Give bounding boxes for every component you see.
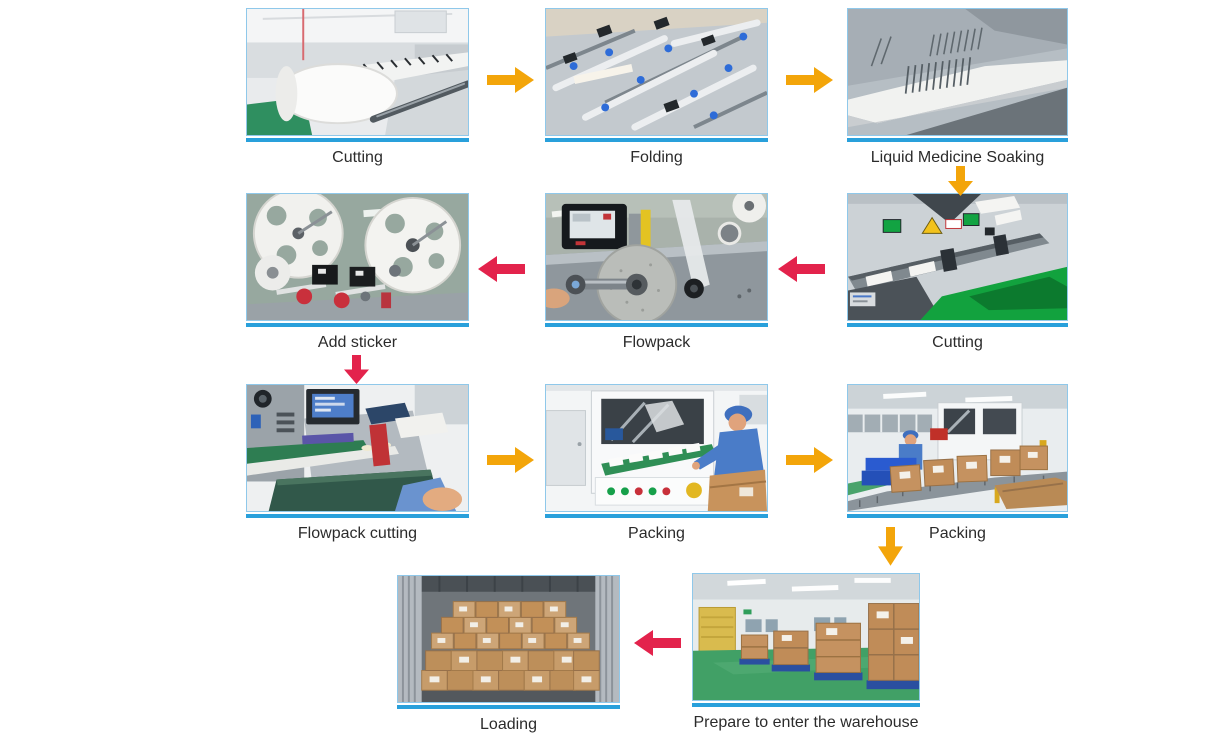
soaking-machine-photo	[847, 8, 1068, 136]
flow-arrow-left-warehouse-to-loading	[632, 628, 682, 658]
flow-arrow-right-folding-to-soaking	[786, 65, 834, 95]
photo-underline	[397, 705, 620, 709]
flowpack-cutting-machine-photo	[246, 384, 469, 512]
sticker-machine-photo	[246, 193, 469, 321]
photo-underline	[545, 514, 768, 518]
step-caption: Packing	[929, 525, 986, 542]
step-caption: Packing	[628, 525, 685, 542]
flow-arrow-right-packing-to-packing	[786, 445, 834, 475]
photo-underline	[246, 138, 469, 142]
packing-machine-photo	[545, 384, 768, 512]
step-card-liquid-medicine-soaking: Liquid Medicine Soaking	[847, 8, 1068, 167]
step-card-packing-2: Packing	[847, 384, 1068, 543]
step-caption: Cutting	[932, 334, 983, 351]
photo-underline	[246, 514, 469, 518]
flow-arrow-left-cutting-to-flowpack	[777, 254, 825, 284]
photo-underline	[545, 138, 768, 142]
step-caption: Prepare to enter the warehouse	[693, 714, 919, 731]
cutting-machine-photo	[246, 8, 469, 136]
warehouse-pallets-photo	[692, 573, 920, 701]
step-caption: Loading	[480, 716, 537, 733]
step-card-packing-1: Packing	[545, 384, 768, 543]
step-card-folding: Folding	[545, 8, 768, 167]
flow-arrow-left-flowpack-to-add-sticker	[477, 254, 525, 284]
photo-underline	[847, 138, 1068, 142]
cutting-machine-2-photo	[847, 193, 1068, 321]
step-card-flowpack-cutting: Flowpack cutting	[246, 384, 469, 543]
photo-underline	[692, 703, 920, 707]
step-caption: Liquid Medicine Soaking	[870, 149, 1045, 166]
step-caption: Flowpack	[622, 334, 691, 351]
container-loading-photo	[397, 575, 620, 703]
step-card-loading: Loading	[397, 575, 620, 734]
flow-arrow-right-flowpack-cutting-to-packing	[487, 445, 535, 475]
photo-underline	[246, 323, 469, 327]
flow-arrow-down-add-sticker-to-flowpack-cutting	[343, 355, 370, 385]
flow-arrow-down-soaking-to-cutting	[947, 166, 974, 197]
step-caption: Flowpack cutting	[297, 525, 418, 542]
packing-line-photo	[847, 384, 1068, 512]
photo-underline	[847, 514, 1068, 518]
folding-machine-photo	[545, 8, 768, 136]
flow-arrow-right-cutting-to-folding	[487, 65, 535, 95]
step-card-add-sticker: Add sticker	[246, 193, 469, 352]
flowpack-machine-photo	[545, 193, 768, 321]
photo-underline	[847, 323, 1068, 327]
photo-underline	[545, 323, 768, 327]
step-card-cutting-2: Cutting	[847, 193, 1068, 352]
step-caption: Cutting	[332, 149, 383, 166]
step-caption: Folding	[630, 149, 683, 166]
step-caption: Add sticker	[317, 334, 398, 351]
step-card-cutting-1: Cutting	[246, 8, 469, 167]
step-card-flowpack: Flowpack	[545, 193, 768, 352]
step-card-prepare-warehouse: Prepare to enter the warehouse	[692, 573, 920, 732]
flow-arrow-down-packing-to-warehouse	[877, 527, 904, 567]
